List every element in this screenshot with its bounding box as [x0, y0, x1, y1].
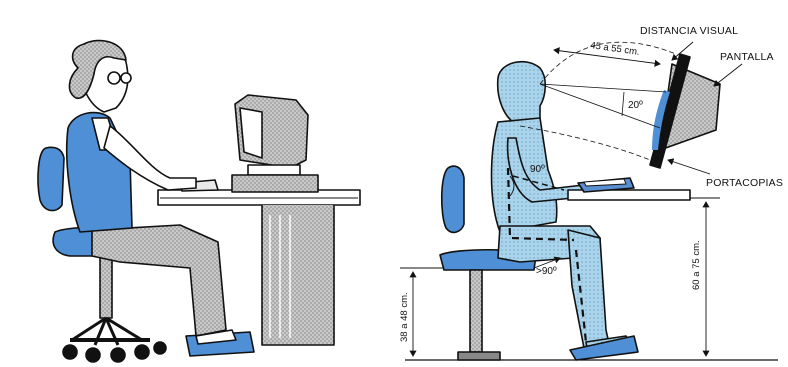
left-scene	[38, 41, 360, 362]
right-monitor	[650, 54, 720, 168]
label-visual-distance: DISTANCIA VISUAL	[640, 25, 738, 37]
label-seat-height: 38 a 48 cm.	[399, 292, 410, 342]
label-desk-height: 60 a 75 cm.	[691, 240, 702, 290]
label-copy-holder: PORTACOPIAS	[706, 177, 783, 189]
right-person	[492, 62, 635, 354]
right-scene	[400, 42, 778, 360]
label-screen: PANTALLA	[720, 51, 774, 63]
left-monitor	[232, 95, 318, 192]
label-elbow-angle: 90º	[530, 164, 545, 175]
label-gaze-angle: 20º	[628, 100, 643, 111]
right-desk	[568, 178, 690, 200]
label-knee-angle: >90º	[536, 266, 557, 277]
